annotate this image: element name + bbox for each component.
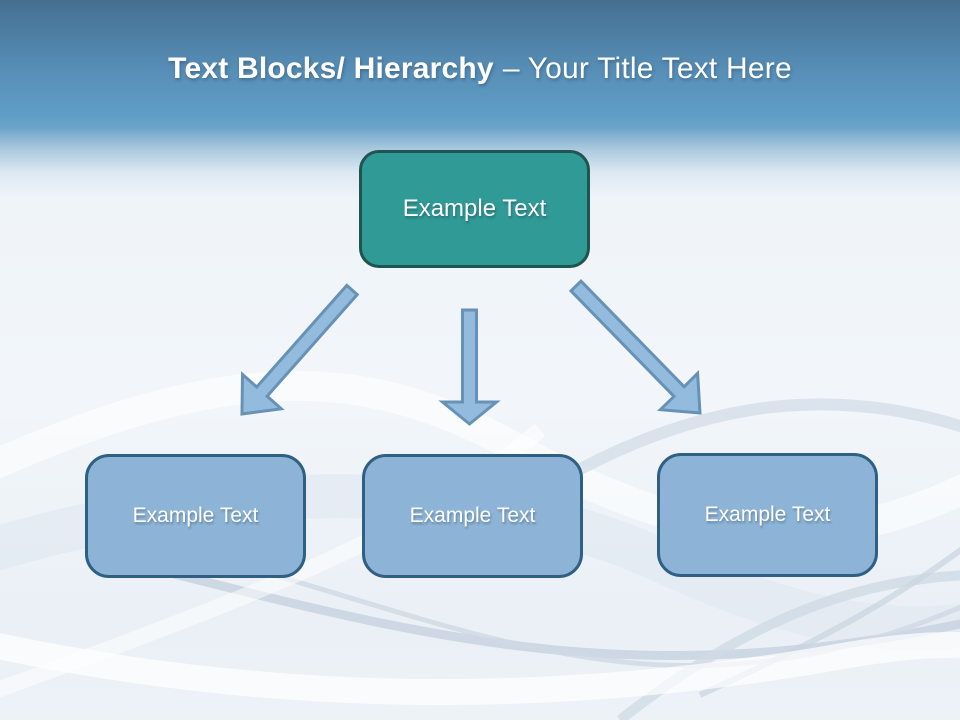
child-node-2: Example Text	[362, 454, 583, 578]
root-node: Example Text	[359, 150, 590, 268]
child-node-1: Example Text	[85, 454, 306, 578]
child-node-3: Example Text	[657, 453, 878, 577]
child-node-3-label: Example Text	[704, 503, 831, 526]
slide-title: Text Blocks/ Hierarchy– Your Title Text …	[0, 52, 960, 86]
arrow-down-left-icon	[240, 283, 360, 416]
arrow-down-right-icon	[568, 278, 702, 415]
child-node-2-label: Example Text	[409, 504, 536, 527]
root-node-label: Example Text	[402, 195, 547, 222]
arrow-down-icon	[438, 308, 501, 426]
child-node-1-label: Example Text	[132, 504, 259, 527]
slide-title-sub: – Your Title Text Here	[502, 52, 792, 85]
slide-title-main: Text Blocks/ Hierarchy	[168, 52, 494, 85]
